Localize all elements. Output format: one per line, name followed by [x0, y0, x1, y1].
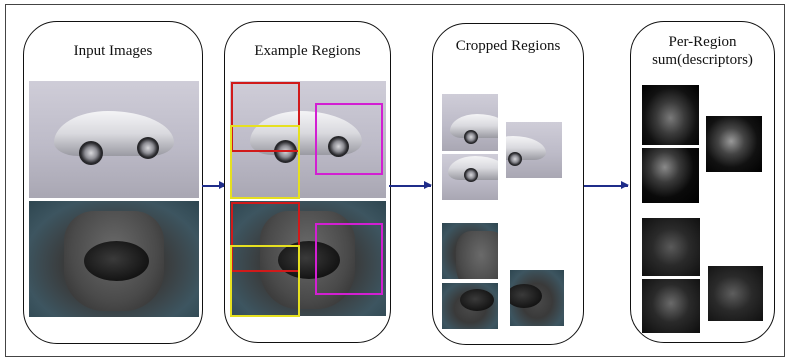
panel-title-line1: Per-Region [668, 34, 737, 50]
panel-title: Cropped Regions [455, 38, 561, 54]
region-box-yellow [230, 125, 300, 199]
descriptor-map-dog-2 [642, 279, 700, 333]
descriptor-map-dog-1 [642, 218, 700, 276]
car-image [29, 81, 199, 198]
panel-title-line2: sum(descriptors) [652, 52, 753, 68]
region-box-red [231, 202, 300, 272]
car-image-with-regions [230, 81, 386, 198]
region-box-red [231, 82, 300, 152]
right-arrow-icon [202, 182, 227, 188]
region-box-magenta [315, 223, 383, 295]
dog-on-chair-image [29, 201, 199, 317]
cropped-region-car-2 [442, 154, 498, 200]
cropped-region-car-3 [506, 122, 562, 178]
region-box-magenta [315, 103, 383, 175]
descriptor-map-car-3 [706, 116, 762, 172]
descriptor-map-car-1 [642, 85, 699, 145]
cropped-region-dog-3 [510, 270, 564, 326]
descriptor-map-dog-3 [708, 266, 763, 321]
cropped-region-dog-2 [442, 283, 498, 329]
cropped-region-car-1 [442, 94, 498, 151]
right-arrow-icon [389, 182, 432, 188]
cropped-region-dog-1 [442, 223, 498, 279]
panel-title: Example Regions [254, 43, 361, 59]
right-arrow-icon [584, 182, 629, 188]
figure-frame [5, 4, 785, 357]
region-box-yellow [230, 245, 300, 317]
dog-image-with-regions [230, 201, 386, 316]
panel-title: Input Images [73, 43, 153, 59]
descriptor-map-car-2 [642, 148, 699, 203]
